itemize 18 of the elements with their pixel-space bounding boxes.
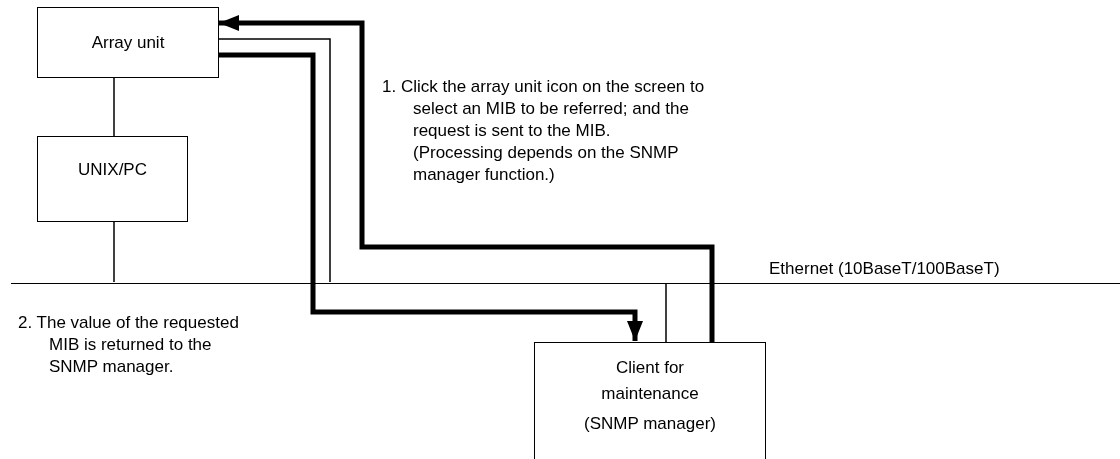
connector-line <box>113 77 115 137</box>
step-note: (Processing depends on the SNMP manager function.) <box>412 142 680 186</box>
device-box <box>534 342 766 459</box>
flow-arrow <box>219 15 715 342</box>
step-note: Ethernet (10BaseT/100BaseT) <box>768 258 1001 280</box>
connector-line <box>218 38 331 283</box>
node-sublabel: (SNMP manager) <box>584 413 716 435</box>
connector-line <box>113 221 115 283</box>
device-box <box>37 136 188 222</box>
flow-arrow <box>219 52 643 341</box>
node-label: UNIX/PC <box>78 159 147 181</box>
node-label: Array unit <box>91 31 165 54</box>
step-note: 1. Click the array unit icon on the screen to select an MIB to be referred; and the request is sent to the MIB. <box>382 76 706 142</box>
node-label: Client for maintenance <box>600 357 700 405</box>
device-box <box>37 7 219 78</box>
network-line <box>11 282 1120 284</box>
step-note: 2. The value of the requested MIB is returned to the SNMP manager. <box>18 312 239 378</box>
connector-line <box>665 283 667 343</box>
